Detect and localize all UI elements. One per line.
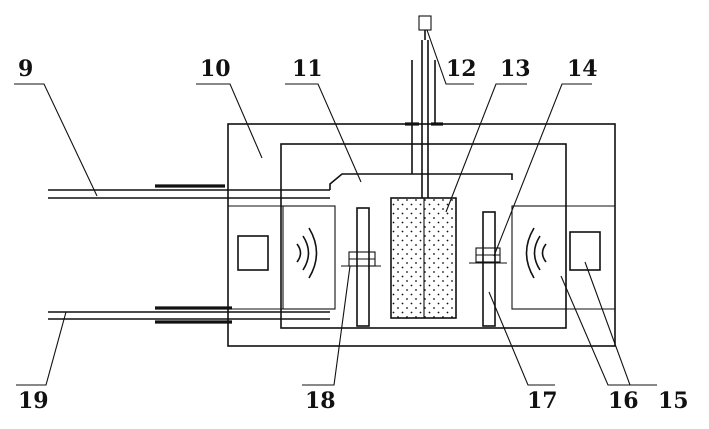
left-plate — [341, 207, 381, 327]
central-dotted-block — [390, 197, 457, 319]
left-wave-icon — [296, 227, 318, 279]
label-9: 9 — [18, 56, 34, 82]
leader-lines — [14, 29, 657, 386]
upper-pipe — [48, 173, 513, 199]
left-sensor — [237, 235, 269, 271]
label-14: 14 — [567, 56, 598, 82]
right-wave-icon — [525, 227, 547, 279]
label-17: 17 — [527, 388, 558, 414]
label-16: 16 — [608, 388, 639, 414]
label-12: 12 — [446, 56, 477, 82]
label-15: 15 — [658, 388, 689, 414]
right-plate — [469, 211, 507, 327]
label-13: 13 — [500, 56, 531, 82]
label-11: 11 — [292, 56, 323, 82]
vertical-shaft — [405, 15, 443, 198]
lower-pipe — [48, 306, 330, 324]
label-19: 19 — [18, 388, 49, 414]
left-transducer-block — [282, 205, 336, 310]
label-18: 18 — [305, 388, 336, 414]
right-sensor — [569, 231, 601, 271]
right-transducer-block — [511, 205, 567, 310]
label-10: 10 — [200, 56, 231, 82]
